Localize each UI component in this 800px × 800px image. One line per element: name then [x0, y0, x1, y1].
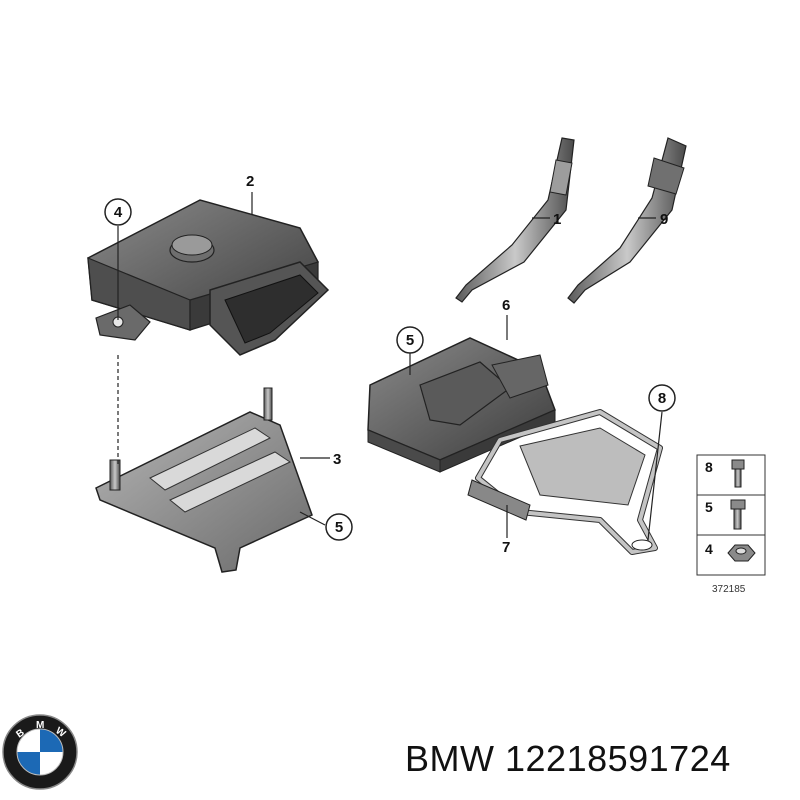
leader-lines: [117, 192, 663, 541]
legend-num-8: 8: [705, 459, 713, 475]
bolt-icon: [731, 459, 745, 488]
glow-plug-part-1: [455, 137, 575, 303]
callouts: 1 2 3 4 5 5 6 7 8 9: [104, 173, 676, 556]
part-number: 12218591724: [505, 738, 731, 779]
fastener-legend: 8 5 4 372185: [696, 454, 766, 595]
callout-3: 3: [333, 451, 341, 468]
callout-4-circle: [104, 198, 132, 226]
callout-9: 9: [660, 211, 668, 228]
callout-4: 4: [114, 204, 123, 221]
callout-8-circle: [648, 384, 676, 412]
bolt-icon: [730, 499, 746, 530]
callout-5-lower: 5: [335, 519, 343, 536]
bracket-part-3: [95, 387, 313, 573]
legend-num-5: 5: [705, 499, 713, 515]
brand-name: BMW: [405, 738, 495, 779]
glow-plug-part-9: [567, 137, 687, 304]
diagram-id: 372185: [712, 584, 746, 595]
callout-5: 5: [406, 332, 414, 349]
legend-num-4: 4: [705, 541, 713, 557]
callout-6: 6: [502, 297, 510, 314]
nut-icon: [727, 544, 756, 562]
bmw-logo: B M W: [2, 714, 78, 790]
callout-7: 7: [502, 539, 510, 556]
control-unit-part-2: [87, 199, 330, 356]
bmw-logo-letter-m: M: [36, 720, 44, 731]
callout-2: 2: [246, 173, 254, 190]
part-caption: BMW 12218591724: [405, 738, 731, 780]
callout-5-circle: [396, 326, 424, 354]
carrier-bracket-part-7: [467, 409, 663, 555]
callout-5-lower-circle: [325, 513, 353, 541]
callout-1: 1: [553, 211, 561, 228]
callout-8: 8: [658, 390, 666, 407]
